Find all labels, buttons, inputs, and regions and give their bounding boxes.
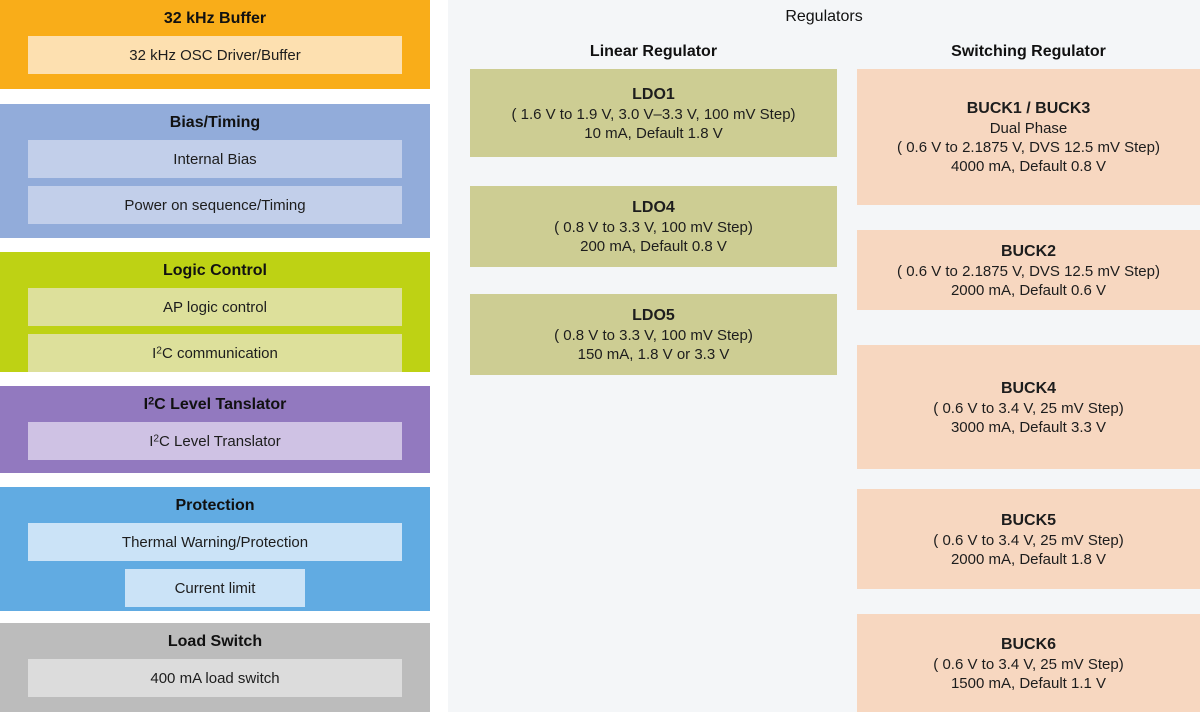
regulator-name: BUCK2 [1000, 242, 1057, 260]
regulator-spec-line: 1500 mA, Default 1.1 V [950, 674, 1107, 692]
regulator-spec-line: 10 mA, Default 1.8 V [584, 124, 723, 142]
sub-block-bias-timing-1: Power on sequence/Timing [28, 186, 402, 224]
regulator-box-buck2: BUCK2 ( 0.6 V to 2.1875 V, DVS 12.5 mV St… [857, 230, 1200, 310]
regulator-box-buck4: BUCK4 ( 0.6 V to 3.4 V, 25 mV Step)3000 m… [857, 345, 1200, 469]
block-title-bias-timing: Bias/Timing [169, 114, 261, 131]
regulator-spec-line: ( 0.8 V to 3.3 V, 100 mV Step) [554, 219, 753, 236]
block-title-logic-control: Logic Control [163, 262, 267, 279]
regulator-name: LDO1 [632, 85, 675, 103]
regulator-spec-line: ( 0.6 V to 3.4 V, 25 mV Step) [933, 399, 1124, 417]
regulator-spec-line: 200 mA, Default 0.8 V [580, 238, 727, 255]
regulators-panel: Regulators Linear Regulator Switching Re… [448, 0, 1200, 712]
regulator-name: BUCK5 [1000, 511, 1057, 529]
sub-block-protection-0: Thermal Warning/Protection [28, 523, 402, 561]
regulator-name: BUCK6 [1000, 635, 1057, 653]
regulator-spec-line: 4000 mA, Default 0.8 V [950, 158, 1107, 175]
regulator-name: LDO4 [632, 199, 675, 216]
block-title-protection: Protection [175, 497, 255, 514]
sub-block-load-switch-0: 400 mA load switch [28, 659, 402, 697]
regulator-name: BUCK4 [1000, 379, 1057, 397]
sub-block-logic-control-0: AP logic control [28, 288, 402, 326]
regulator-spec-line: 3000 mA, Default 3.3 V [950, 418, 1107, 436]
block-title-buffer: 32 kHz Buffer [163, 10, 267, 27]
block-title-i2c-level-translator: I2C Level Tanslator [143, 395, 287, 413]
sub-block-i2c-level-translator-0: I2C Level Translator [28, 422, 402, 460]
block-load-switch: Load Switch 400 mA load switch [0, 623, 430, 712]
regulator-spec-line: ( 0.6 V to 3.4 V, 25 mV Step) [933, 531, 1124, 549]
regulator-box-ldo1: LDO1 ( 1.6 V to 1.9 V, 3.0 V–3.3 V, 100 m… [470, 69, 837, 157]
block-buffer: 32 kHz Buffer 32 kHz OSC Driver/Buffer [0, 0, 430, 89]
regulators-title: Regulators [785, 8, 863, 25]
linear-regulator-heading: Linear Regulator [589, 43, 718, 60]
regulator-spec-line: Dual Phase [989, 120, 1068, 137]
regulator-spec-line: 2000 mA, Default 1.8 V [950, 550, 1107, 568]
regulator-box-buck6: BUCK6 ( 0.6 V to 3.4 V, 25 mV Step)1500 m… [857, 614, 1200, 712]
regulator-spec-line: ( 0.8 V to 3.3 V, 100 mV Step) [554, 327, 753, 344]
regulator-box-ldo4: LDO4 ( 0.8 V to 3.3 V, 100 mV Step) 200 mA… [470, 186, 837, 267]
regulator-spec-line: ( 0.6 V to 3.4 V, 25 mV Step) [933, 655, 1124, 673]
regulator-spec-line: ( 1.6 V to 1.9 V, 3.0 V–3.3 V, 100 mV St… [511, 105, 796, 123]
regulator-name: BUCK1 / BUCK3 [966, 100, 1091, 117]
regulator-spec-line: 2000 mA, Default 0.6 V [950, 281, 1107, 299]
regulator-spec-line: ( 0.6 V to 2.1875 V, DVS 12.5 mV Step) [897, 262, 1160, 280]
regulator-spec-line: ( 0.6 V to 2.1875 V, DVS 12.5 mV Step) [897, 139, 1160, 156]
regulator-box-ldo5: LDO5 ( 0.8 V to 3.3 V, 100 mV Step) 150 mA… [470, 294, 837, 375]
switching-regulator-heading: Switching Regulator [951, 43, 1106, 60]
block-title-load-switch: Load Switch [167, 633, 263, 650]
sub-block-protection-1: Current limit [125, 569, 305, 607]
sub-block-logic-control-1: I2C communication [28, 334, 402, 372]
regulator-box-buck5: BUCK5 ( 0.6 V to 3.4 V, 25 mV Step)2000 m… [857, 489, 1200, 589]
regulator-spec-line: 150 mA, 1.8 V or 3.3 V [577, 346, 730, 363]
sub-block-buffer-0: 32 kHz OSC Driver/Buffer [28, 36, 402, 74]
regulator-name: LDO5 [632, 307, 675, 324]
sub-block-bias-timing-0: Internal Bias [28, 140, 402, 178]
